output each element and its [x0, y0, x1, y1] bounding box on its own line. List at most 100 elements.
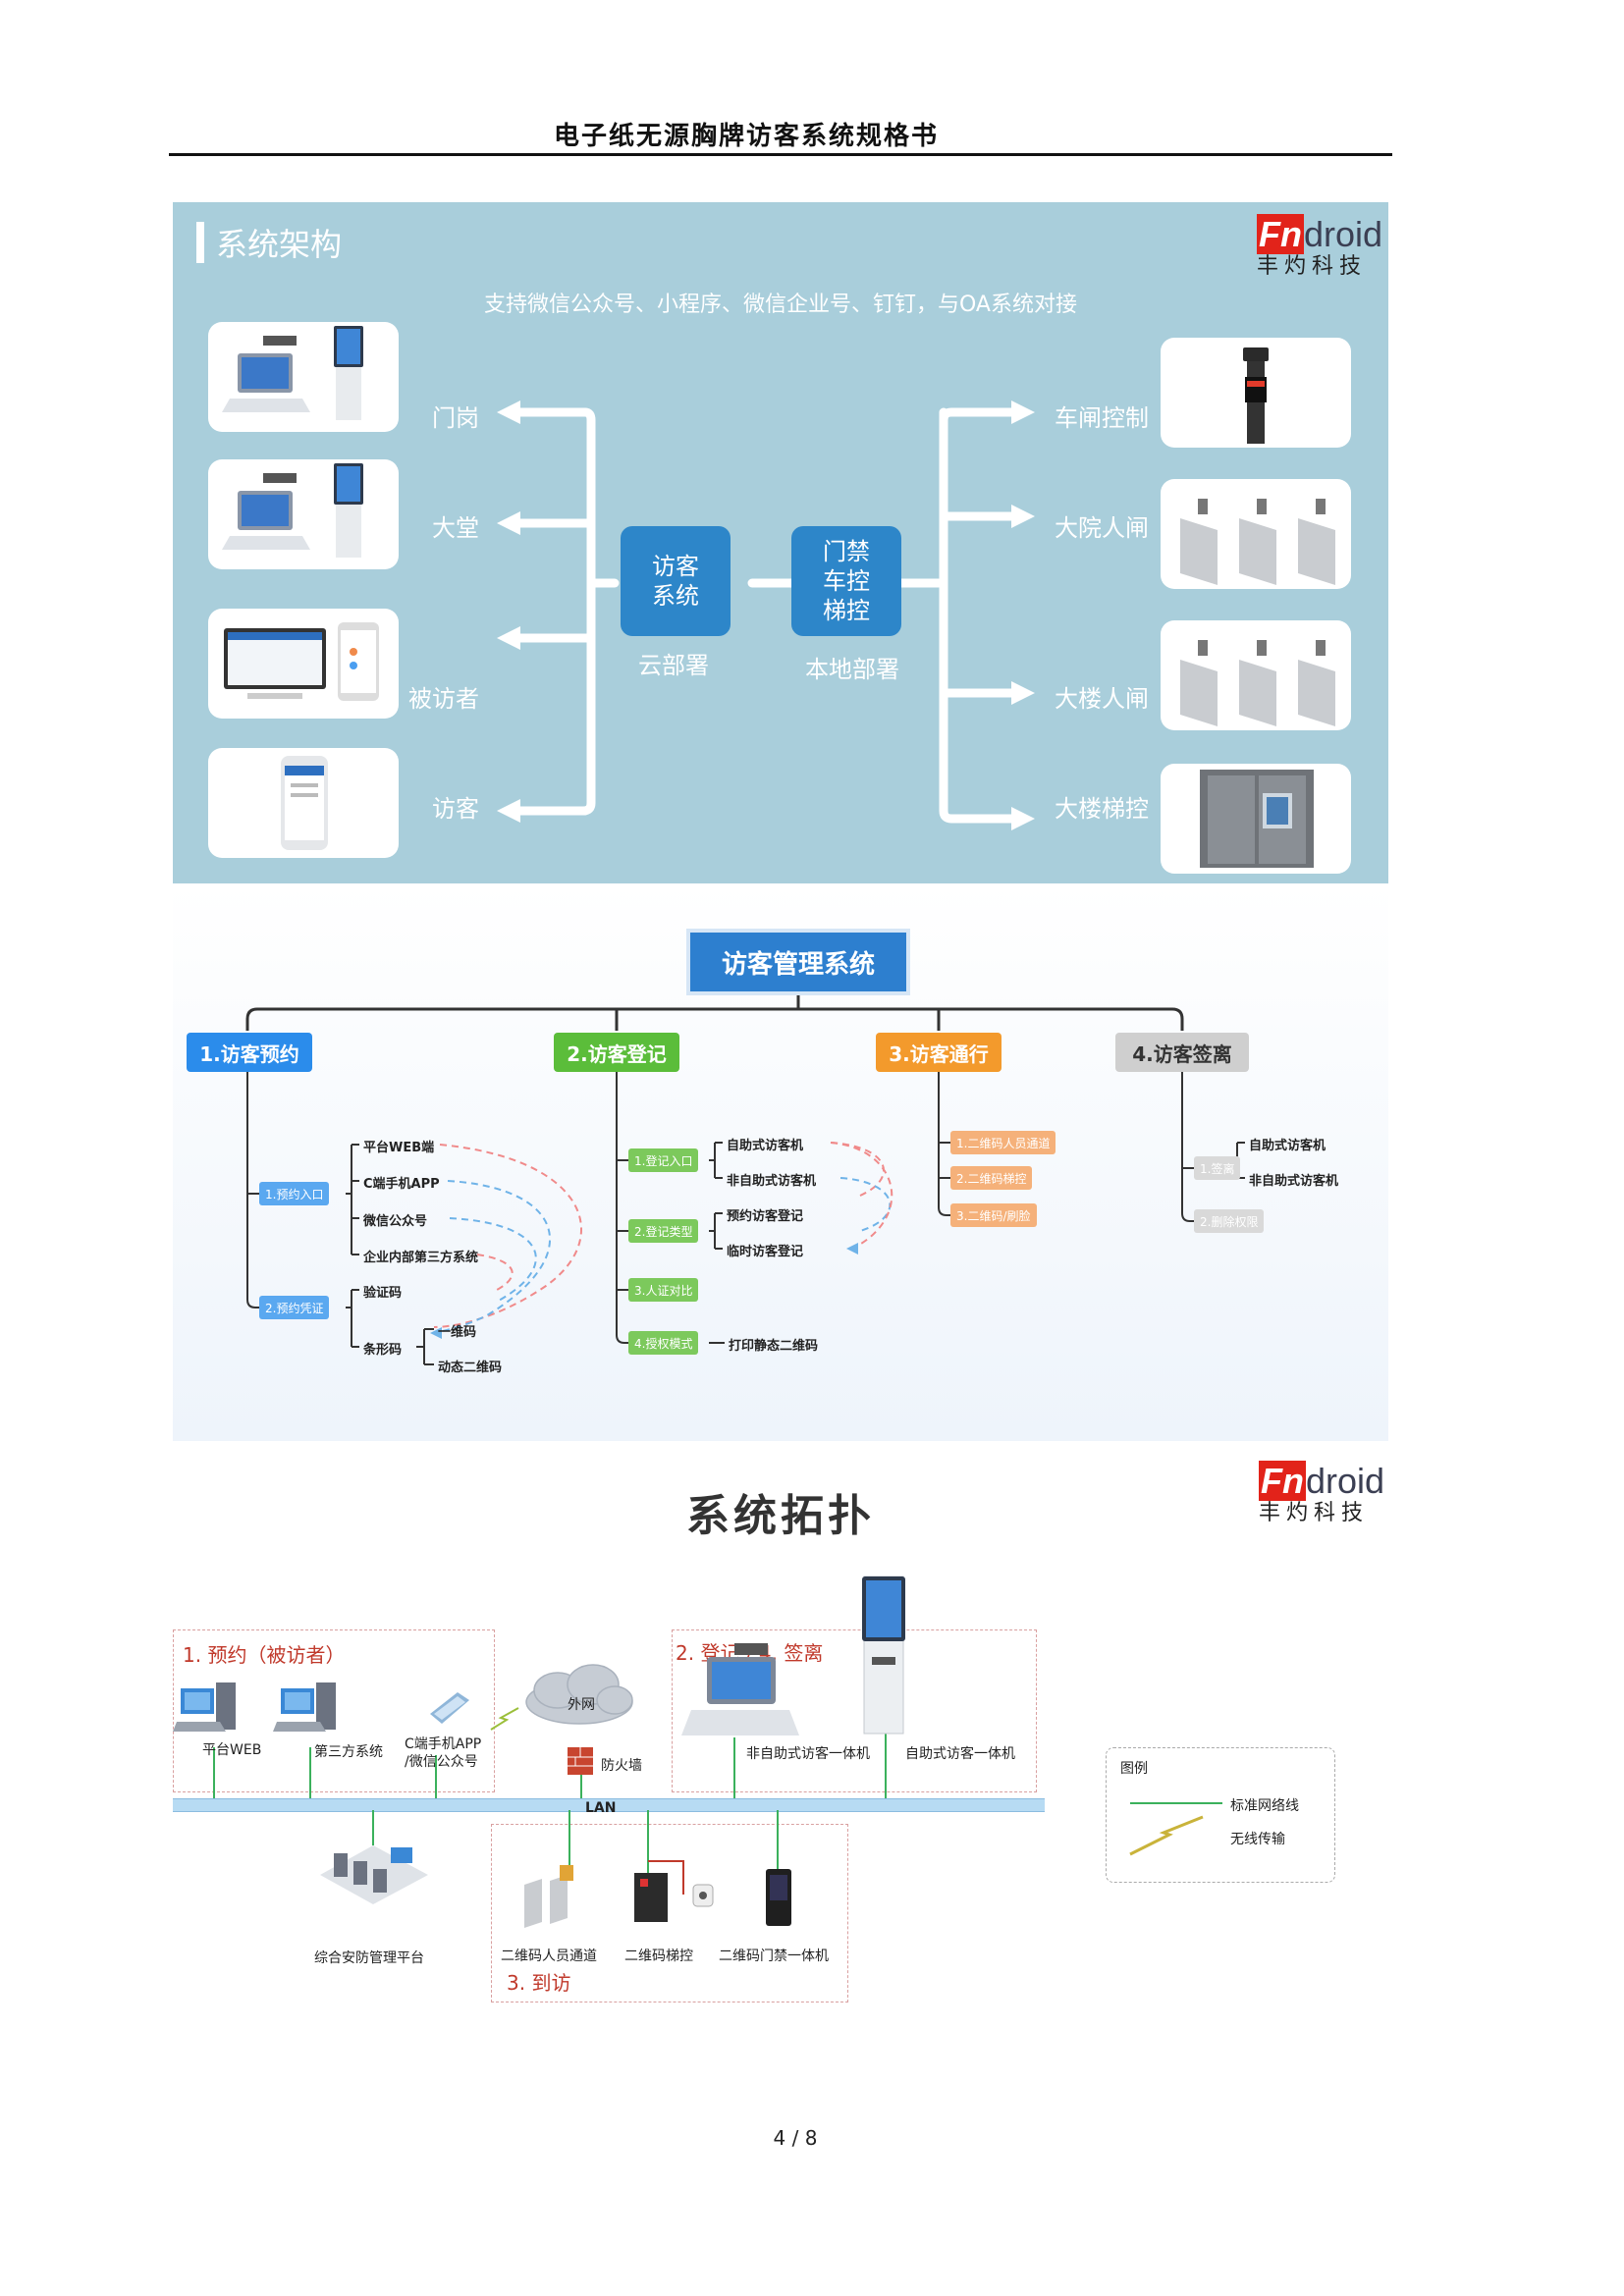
leaf-app: C端手机APP	[363, 1177, 440, 1192]
mindmap-connectors	[245, 993, 1245, 1365]
category-visitor-booking: 1.访客预约	[187, 1033, 312, 1072]
leaf-wechat: 微信公众号	[363, 1214, 428, 1229]
caption-app: C端手机APP	[405, 1736, 482, 1752]
cloud-icon	[525, 1664, 633, 1725]
architecture-subtitle: 支持微信公众号、小程序、微信企业号、钉钉，与OA系统对接	[484, 293, 1077, 317]
kiosk-devices-image-2	[208, 459, 399, 569]
core-local-line-1: 门禁	[823, 538, 870, 565]
server-rack-icon	[320, 1845, 428, 1904]
elevator-controller-icon	[634, 1873, 668, 1922]
phone-icon	[430, 1692, 469, 1724]
standing-kiosk-icon	[862, 1575, 905, 1735]
pc-icon	[173, 1682, 236, 1732]
tag-remove-permission: 2.删除权限	[1194, 1209, 1265, 1233]
legend-wireless: 无线传输	[1230, 1832, 1285, 1847]
tag-auth-mode: 4.授权模式	[628, 1331, 699, 1355]
caption-wechat: /微信公众号	[405, 1754, 478, 1770]
architecture-section: 系统架构 Fndroid 丰灼科技 支持微信公众号、小程序、微信企业号、钉钉，与…	[173, 202, 1388, 883]
core-local-line-2: 车控	[823, 567, 870, 595]
kiosk-devices-icon	[222, 326, 363, 420]
caption-qr-elevator: 二维码梯控	[624, 1949, 693, 1964]
tag-signout: 1.签离	[1194, 1156, 1241, 1180]
zone-register	[672, 1629, 1037, 1792]
caption-security-platform: 综合安防管理平台	[314, 1950, 424, 1966]
category-visitor-registration: 2.访客登记	[554, 1033, 679, 1072]
pc-icon	[273, 1682, 336, 1732]
cloud-visitor-system: 访客系统	[621, 526, 731, 636]
document-title: 电子纸无源胸牌访客系统规格书	[553, 122, 939, 151]
label-elevator-control: 大楼梯控	[1055, 795, 1149, 823]
leaf-barcode: 条形码	[363, 1343, 403, 1358]
elevator-control-image	[1161, 764, 1351, 874]
caption-third-party: 第三方系统	[314, 1744, 383, 1760]
kiosk-devices-image-1	[208, 322, 399, 432]
tag-qr-channel: 1.二维码人员通道	[950, 1131, 1056, 1154]
core-cloud-line-2: 系统	[652, 582, 699, 610]
page-number: 4 / 8	[773, 2126, 818, 2150]
topology-diagram	[173, 1575, 905, 1928]
label-visited: 被访者	[408, 685, 479, 713]
label-car-gate: 车闸控制	[1055, 404, 1149, 432]
zone-visit-title: 3. 到访	[507, 1971, 571, 1995]
reader-icon	[692, 1884, 714, 1907]
turnstile-icon	[1180, 499, 1335, 585]
topology-section: 系统拓扑 Fndroid 丰灼科技 1. 预约（被访者） 2. 登记 / 4. …	[173, 1443, 1388, 2032]
desktop-kiosk-icon	[681, 1643, 799, 1735]
leaf-booked-register: 预约访客登记	[727, 1209, 804, 1224]
logo-chinese: 丰灼科技	[1259, 1501, 1370, 1525]
caption-firewall: 防火墙	[601, 1758, 642, 1774]
lan-bus	[173, 1798, 1045, 1812]
logo-chinese: 丰灼科技	[1257, 254, 1368, 279]
phone-image	[208, 748, 399, 858]
cloud-deploy-caption: 云部署	[638, 652, 709, 679]
turnstile-icon	[1180, 640, 1335, 726]
leaf-assisted-kiosk: 非自助式访客机	[727, 1174, 817, 1189]
logo-fn: Fn	[1259, 1461, 1306, 1501]
web-mobile-image	[208, 609, 399, 719]
leaf-third-party: 企业内部第三方系统	[363, 1251, 479, 1265]
zone-visit	[491, 1824, 848, 2002]
legend-title: 图例	[1120, 1761, 1148, 1777]
mindmap-root: 访客管理系统	[690, 933, 906, 991]
tag-qr-face: 3.二维码/刷脸	[950, 1203, 1037, 1227]
leaf-verify-code: 验证码	[363, 1286, 403, 1301]
category-visitor-signout: 4.访客签离	[1115, 1033, 1249, 1072]
building-turnstile-image	[1161, 620, 1351, 730]
tag-id-compare: 3.人证对比	[628, 1278, 699, 1302]
category-visitor-passage: 3.访客通行	[876, 1033, 1001, 1072]
label-building-turnstile: 大楼人闸	[1055, 685, 1149, 713]
caption-self-kiosk: 自助式访客一体机	[905, 1746, 1015, 1762]
wireless-zigzag-icon	[1129, 1815, 1204, 1856]
tag-register-entry: 1.登记入口	[628, 1148, 699, 1172]
caption-qr-door: 二维码门禁一体机	[719, 1949, 829, 1964]
leaf-web: 平台WEB端	[363, 1141, 435, 1155]
leaf-signout-assisted: 非自助式访客机	[1249, 1174, 1339, 1189]
computer-phone-icon	[224, 622, 379, 701]
label-yard-turnstile: 大院人闸	[1055, 514, 1149, 542]
label-gate-post: 门岗	[432, 404, 479, 432]
header-rule	[169, 153, 1392, 156]
leaf-1d-code: 一维码	[438, 1325, 477, 1340]
core-local-line-3: 梯控	[823, 597, 870, 624]
car-gate-image	[1161, 338, 1351, 448]
legend-symbols	[1129, 1802, 1222, 1856]
legend-wired: 标准网络线	[1230, 1798, 1299, 1814]
kiosk-devices-icon	[222, 463, 363, 558]
tag-booking-proof: 2.预约凭证	[259, 1296, 330, 1319]
caption-internet: 外网	[568, 1697, 595, 1713]
label-lobby: 大堂	[432, 514, 479, 542]
legend-box: 图例 标准网络线 无线传输	[1106, 1747, 1335, 1883]
core-cloud-line-1: 访客	[652, 553, 699, 580]
local-deploy-caption: 本地部署	[805, 656, 899, 683]
logo-droid: droid	[1303, 214, 1383, 254]
tag-qr-elevator: 2.二维码梯控	[950, 1166, 1033, 1190]
company-logo-2: Fndroid 丰灼科技	[1259, 1461, 1385, 1527]
yard-turnstile-image	[1161, 479, 1351, 589]
logo-droid: droid	[1305, 1461, 1385, 1501]
leaf-temp-register: 临时访客登记	[727, 1245, 804, 1259]
tag-booking-entry: 1.预约入口	[259, 1182, 330, 1205]
elevator-icon	[1200, 770, 1314, 868]
lan-label: LAN	[585, 1800, 617, 1816]
mindmap-section: 访客管理系统 1.访客预约 2.访客登记 3.访客通行 4.访客签离 1.预约入…	[173, 883, 1388, 1441]
leaf-dynamic-qr: 动态二维码	[438, 1361, 503, 1375]
